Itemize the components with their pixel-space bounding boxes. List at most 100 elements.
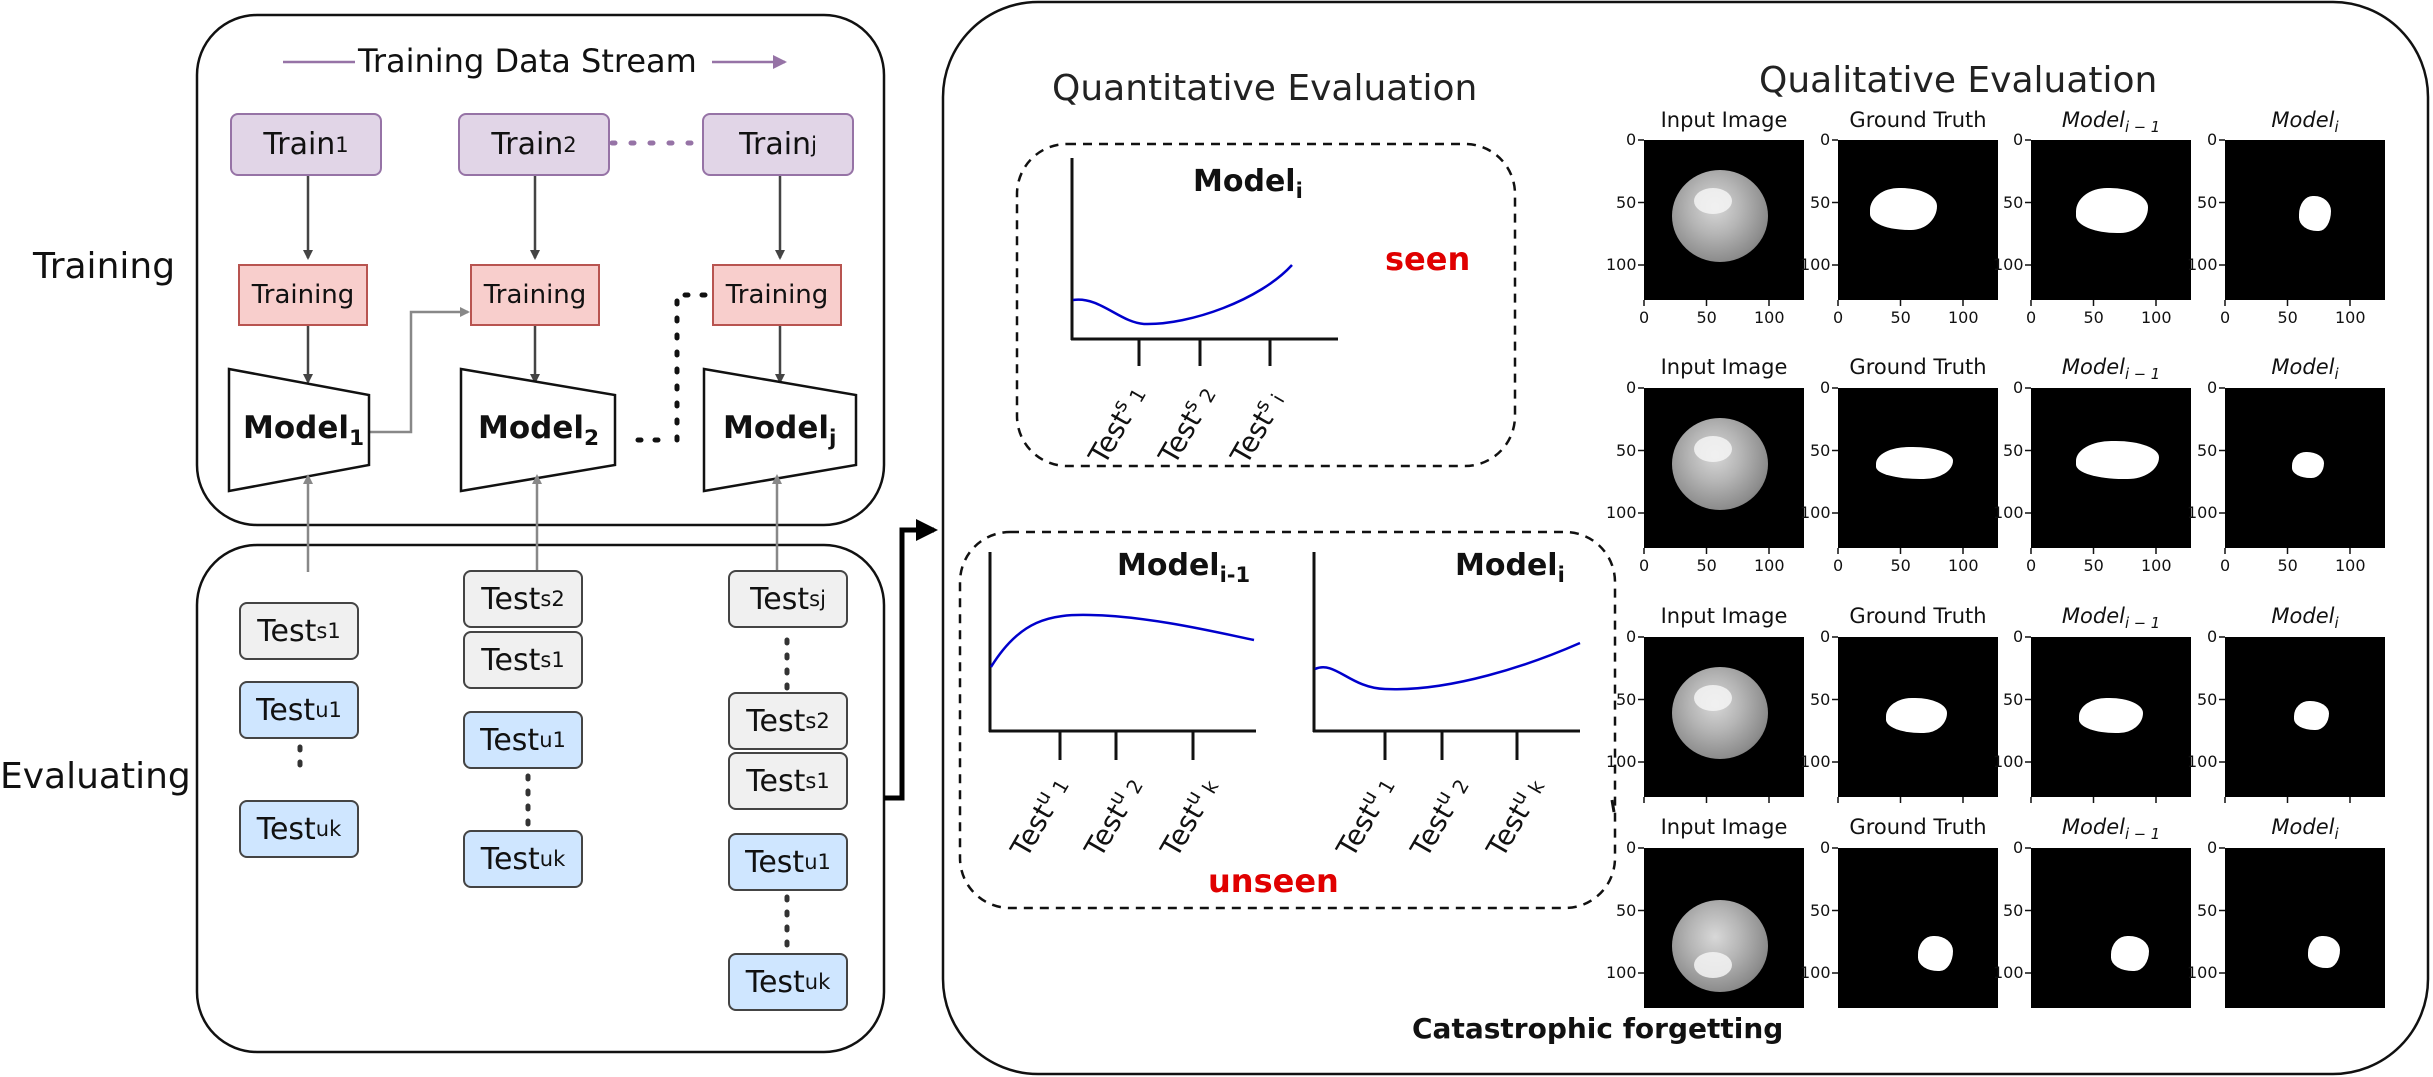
qual-title-sub: i	[2334, 615, 2339, 633]
y-tick-label: 100	[1993, 752, 2024, 771]
seen-plot-model-label: Modeli	[1193, 164, 1303, 203]
y-tick-label: 100	[2187, 503, 2218, 522]
y-tick-label: 100	[1606, 963, 1637, 982]
segmentation-mask	[2075, 188, 2148, 233]
y-tick-label: 100	[1993, 503, 2024, 522]
y-tick-label: 0	[1820, 838, 1831, 857]
qual-image-model-i-row2	[2225, 388, 2385, 548]
seen-plot-box	[1015, 142, 1517, 468]
test-node-base: Test	[481, 642, 541, 678]
qual-title-base: Input Image	[1660, 815, 1788, 839]
test-node-sub: 2	[816, 709, 830, 733]
qual-title-base: Model	[2061, 815, 2125, 839]
y-tick-label: 50	[1810, 900, 1831, 920]
qual-col-title-model-i-minus-1: Modeli − 1	[2031, 355, 2191, 383]
train-node-j-label: Train	[739, 127, 812, 162]
test-node-sup: u	[315, 698, 329, 722]
test-node-base: Test	[481, 581, 541, 617]
qual-image-model-i-row3	[2225, 637, 2385, 797]
training-node-j: Training	[712, 264, 842, 326]
qual-title-base: Model	[2271, 108, 2335, 132]
x-tick-label: 50	[2277, 556, 2298, 575]
seen-curve	[1072, 264, 1293, 326]
test-node-sup: s	[316, 619, 328, 643]
x-tick-label: 0	[1833, 308, 1844, 327]
model-1-base: Model	[243, 410, 349, 446]
test-node-sub: 1	[816, 769, 830, 793]
test-node-sup: s	[805, 709, 817, 733]
y-tick-label: 100	[1606, 255, 1637, 274]
qual-title-base: Model	[2271, 355, 2335, 379]
qual-title-sub: i	[2334, 366, 2339, 384]
qual-image-ground-truth-row1	[1838, 140, 1998, 300]
x-tick-label: 100	[2335, 556, 2366, 575]
qual-image-model-i-minus-1-row4	[2031, 848, 2191, 1008]
y-tick-label: 0	[1626, 838, 1637, 857]
test-node-base: Test	[745, 964, 805, 1000]
qual-image-input-image-row3	[1644, 637, 1804, 797]
x-tick-label: 100	[2141, 556, 2172, 575]
y-tick-label: 0	[2013, 130, 2024, 149]
test-node-sub: 1	[551, 648, 565, 672]
qual-title-base: Input Image	[1660, 108, 1788, 132]
x-tick-label: 0	[2026, 556, 2037, 575]
qual-image-model-i-row1	[2225, 140, 2385, 300]
seen-plot-model-base: Model	[1193, 164, 1296, 199]
y-tick-label: 0	[1626, 130, 1637, 149]
catastrophic-forgetting-caption: Catastrophic forgetting	[1412, 1012, 1784, 1045]
y-tick-label: 100	[1800, 752, 1831, 771]
qual-title-base: Input Image	[1660, 604, 1788, 628]
test-node-base: Test	[746, 703, 806, 739]
y-tick-label: 50	[1616, 689, 1637, 709]
y-tick-label: 0	[1820, 130, 1831, 149]
qual-col-title-model-i-minus-1: Modeli − 1	[2031, 815, 2191, 843]
x-tick-label: 0	[2220, 308, 2231, 327]
unseen-plot-2-model-label: Modeli	[1455, 548, 1565, 587]
qual-col-title-model-i: Modeli	[2225, 815, 2385, 843]
x-tick-label: 100	[2141, 308, 2172, 327]
brain-scan	[1672, 418, 1768, 510]
segmentation-mask	[2075, 440, 2159, 480]
test-node-base: Test	[257, 613, 317, 649]
qual-image-input-image-row1	[1644, 140, 1804, 300]
model-j-base: Model	[723, 410, 829, 446]
y-tick-label: 0	[2013, 838, 2024, 857]
x-tick-label: 100	[1948, 308, 1979, 327]
training-node-1: Training	[238, 264, 368, 326]
y-tick-label: 50	[2197, 440, 2218, 460]
segmentation-mask	[1918, 936, 1954, 972]
qual-title-base: Input Image	[1660, 355, 1788, 379]
y-tick-label: 50	[1810, 440, 1831, 460]
x-tick-label: 100	[1754, 308, 1785, 327]
y-tick-label: 50	[2197, 689, 2218, 709]
y-tick-label: 50	[1810, 192, 1831, 212]
x-tick-label: 50	[2083, 308, 2104, 327]
brain-scan	[1672, 170, 1768, 262]
x-tick-label: 50	[1696, 308, 1717, 327]
y-tick-label: 50	[2003, 900, 2024, 920]
test-node-sup: s	[540, 648, 552, 672]
training-side-label: Training	[33, 246, 176, 287]
test-node-base: Test	[745, 844, 805, 880]
x-tick-label: 0	[1639, 556, 1650, 575]
training-data-stream-label: Training Data Stream	[358, 42, 697, 80]
y-tick-label: 100	[1800, 963, 1831, 982]
brain-scan	[1672, 667, 1768, 759]
y-tick-label: 0	[2013, 627, 2024, 646]
qual-col-title-model-i-minus-1: Modeli − 1	[2031, 108, 2191, 136]
x-tick-label: 0	[1833, 556, 1844, 575]
test-node-sup: u	[804, 970, 819, 994]
test-node-sub: 1	[328, 698, 342, 722]
model-1-sub: 1	[349, 426, 365, 452]
test-node-sup: u	[315, 817, 330, 841]
train-node-1-label: Train	[263, 127, 336, 162]
y-tick-label: 100	[1800, 503, 1831, 522]
qual-title-base: Ground Truth	[1849, 815, 1987, 839]
qual-image-ground-truth-row2	[1838, 388, 1998, 548]
y-tick-label: 50	[1810, 689, 1831, 709]
